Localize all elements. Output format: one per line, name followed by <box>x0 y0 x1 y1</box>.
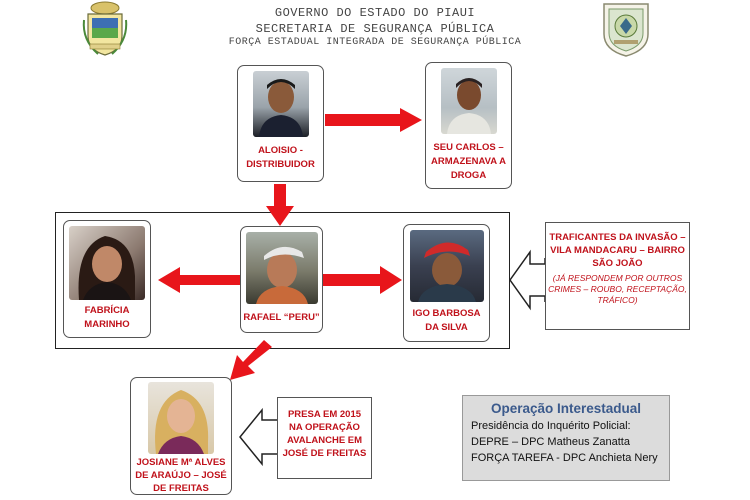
note-traffickers-sub1: (JÁ RESPONDEM POR OUTROS <box>552 273 683 283</box>
card-aloisio[interactable]: ALOISIO - DISTRIBUIDOR <box>237 65 324 182</box>
state-coat-of-arms-icon <box>80 0 130 58</box>
card-igo[interactable]: IGO BARBOSA DA SILVA <box>403 224 490 342</box>
note-traffickers-sub3: TRÁFICO) <box>597 295 638 305</box>
arrow-aloisio-to-rafael <box>266 184 294 226</box>
name-carlos-line1: SEU CARLOS – <box>433 142 504 153</box>
card-seu-carlos[interactable]: SEU CARLOS – ARMAZENAVA A DROGA <box>425 62 512 189</box>
photo-igo <box>409 230 484 302</box>
name-carlos-line2: ARMAZENAVA A <box>431 156 506 167</box>
note-arrest-line3: AVALANCHE EM <box>286 435 363 446</box>
name-igo-line2: DA SILVA <box>425 322 468 333</box>
note-traffickers-sub2: CRIMES – ROUBO, RECEPTAÇÃO, <box>548 284 687 294</box>
header-force: FORÇA ESTADUAL INTEGRADA DE SEGURANÇA PÚ… <box>228 37 522 48</box>
card-josiane[interactable]: JOSIANE Mª ALVES DE ARAÚJO – JOSÉ DE FRE… <box>130 377 232 495</box>
note-traffickers-line2: VILA MANDACARU – BAIRRO <box>550 245 685 256</box>
name-aloisio-line1: ALOISIO - <box>258 145 303 156</box>
name-carlos-line3: DROGA <box>450 170 487 181</box>
hollow-arrow-traffickers <box>509 249 546 311</box>
arrow-aloisio-to-carlos <box>325 108 422 132</box>
hollow-arrow-arrest <box>239 407 278 467</box>
note-traffickers-line1: TRAFICANTES DA INVASÃO – <box>549 232 686 243</box>
police-shield-icon <box>598 0 654 58</box>
operation-info-line3: FORÇA TAREFA - DPC Anchieta Nery <box>471 452 658 464</box>
name-aloisio-line2: DISTRIBUIDOR <box>246 159 315 170</box>
operation-info-line1: Presidência do Inquérito Policial: <box>471 420 631 432</box>
name-josiane-line3: DE FREITAS <box>153 483 209 494</box>
operation-title: Operação Interestadual <box>490 401 642 416</box>
card-rafael[interactable]: RAFAEL “PERU” <box>240 226 323 333</box>
note-arrest: PRESA EM 2015 NA OPERAÇÃO AVALANCHE EM J… <box>277 397 372 479</box>
operation-info-box: Operação Interestadual Presidência do In… <box>462 395 670 481</box>
name-josiane-line1: JOSIANE Mª ALVES <box>136 457 226 468</box>
name-rafael: RAFAEL “PERU” <box>243 312 320 323</box>
arrow-rafael-to-josiane <box>230 340 272 380</box>
name-fabricia-line2: MARINHO <box>84 319 130 330</box>
arrow-rafael-to-fabricia <box>158 267 240 293</box>
name-fabricia-line1: FABRÍCIA <box>84 305 130 316</box>
operation-info-line2: DEPRE – DPC Matheus Zanatta <box>471 436 630 448</box>
photo-fabricia <box>69 226 145 300</box>
card-fabricia[interactable]: FABRÍCIA MARINHO <box>63 220 151 338</box>
note-arrest-line4: JOSÉ DE FREITAS <box>282 448 367 459</box>
photo-rafael <box>245 232 318 304</box>
header-government: GOVERNO DO ESTADO DO PIAUI <box>274 6 476 20</box>
photo-josiane <box>148 382 214 454</box>
note-traffickers: TRAFICANTES DA INVASÃO – VILA MANDACARU … <box>545 222 690 330</box>
header-secretariat: SECRETARIA DE SEGURANÇA PÚBLICA <box>255 22 495 36</box>
name-igo-line1: IGO BARBOSA <box>412 308 481 319</box>
note-arrest-line1: PRESA EM 2015 <box>287 409 362 420</box>
note-traffickers-line3: SÃO JOÃO <box>592 258 643 269</box>
note-arrest-line2: NA OPERAÇÃO <box>289 422 360 433</box>
name-josiane-line2: DE ARAÚJO – JOSÉ <box>135 470 227 481</box>
photo-aloisio <box>252 71 309 137</box>
photo-seu-carlos <box>440 68 497 134</box>
arrow-rafael-to-igo <box>323 266 402 294</box>
